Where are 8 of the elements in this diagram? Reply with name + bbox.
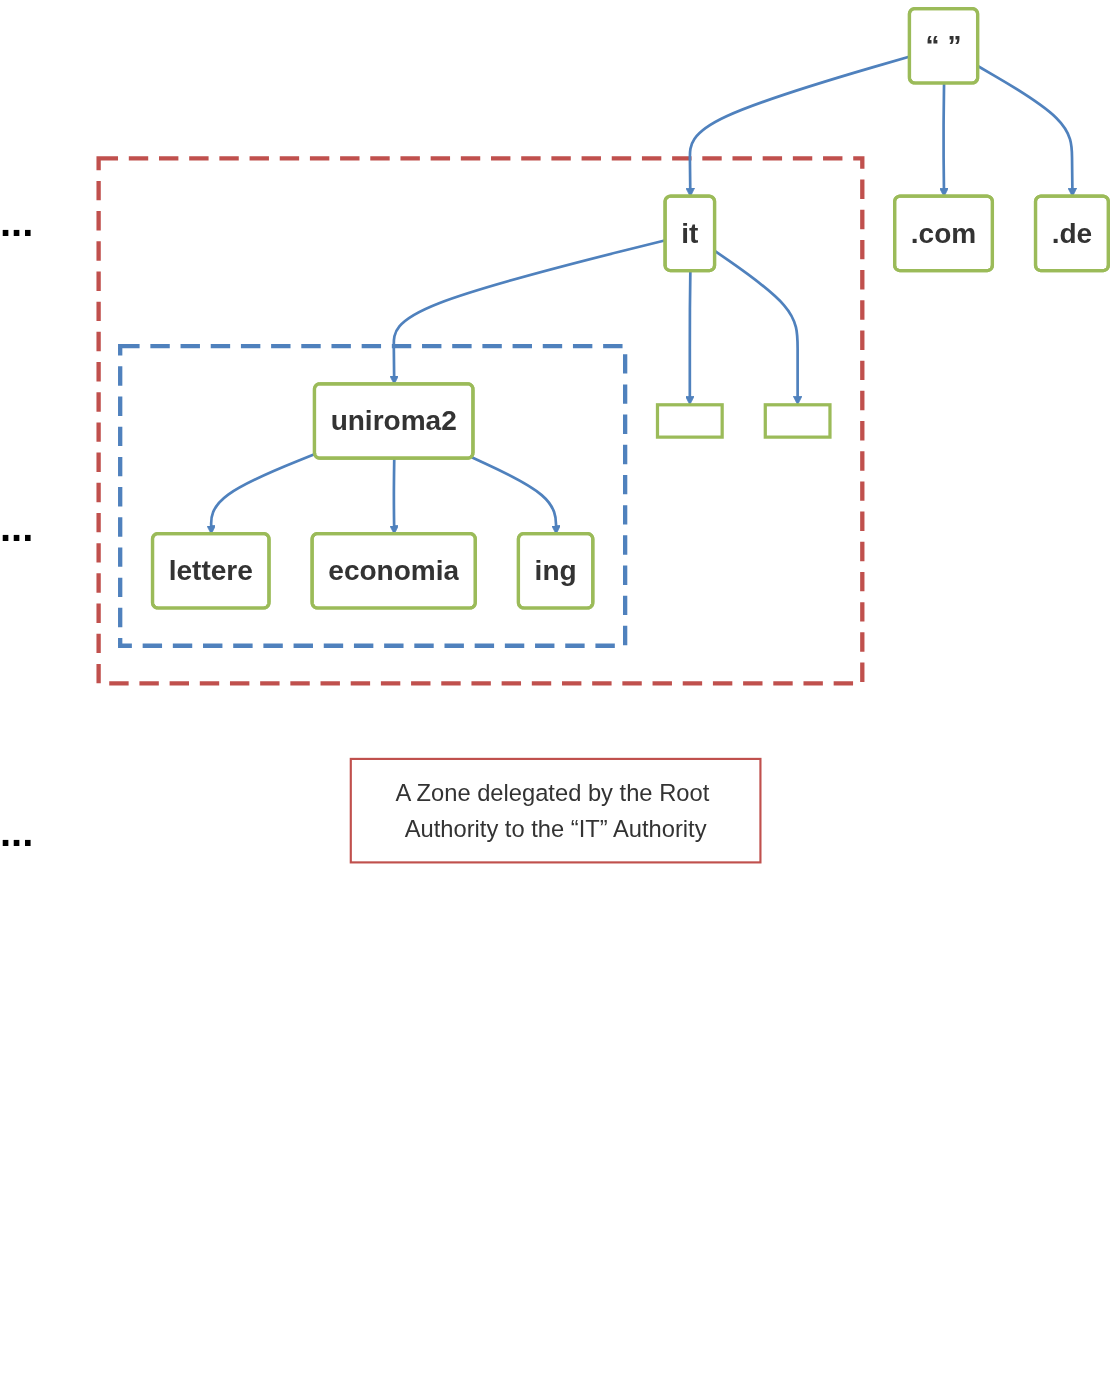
node-box (763, 403, 832, 439)
ellipsis-label: ... (0, 810, 35, 855)
node-box (655, 403, 724, 439)
cluster (96, 156, 865, 686)
ellipsis-label: ... (0, 200, 35, 245)
cluster (118, 343, 628, 648)
node-box: A Zone delegated by the Root Authority to the “IT” Authority (349, 757, 762, 864)
ellipsis-label: ... (0, 505, 35, 550)
